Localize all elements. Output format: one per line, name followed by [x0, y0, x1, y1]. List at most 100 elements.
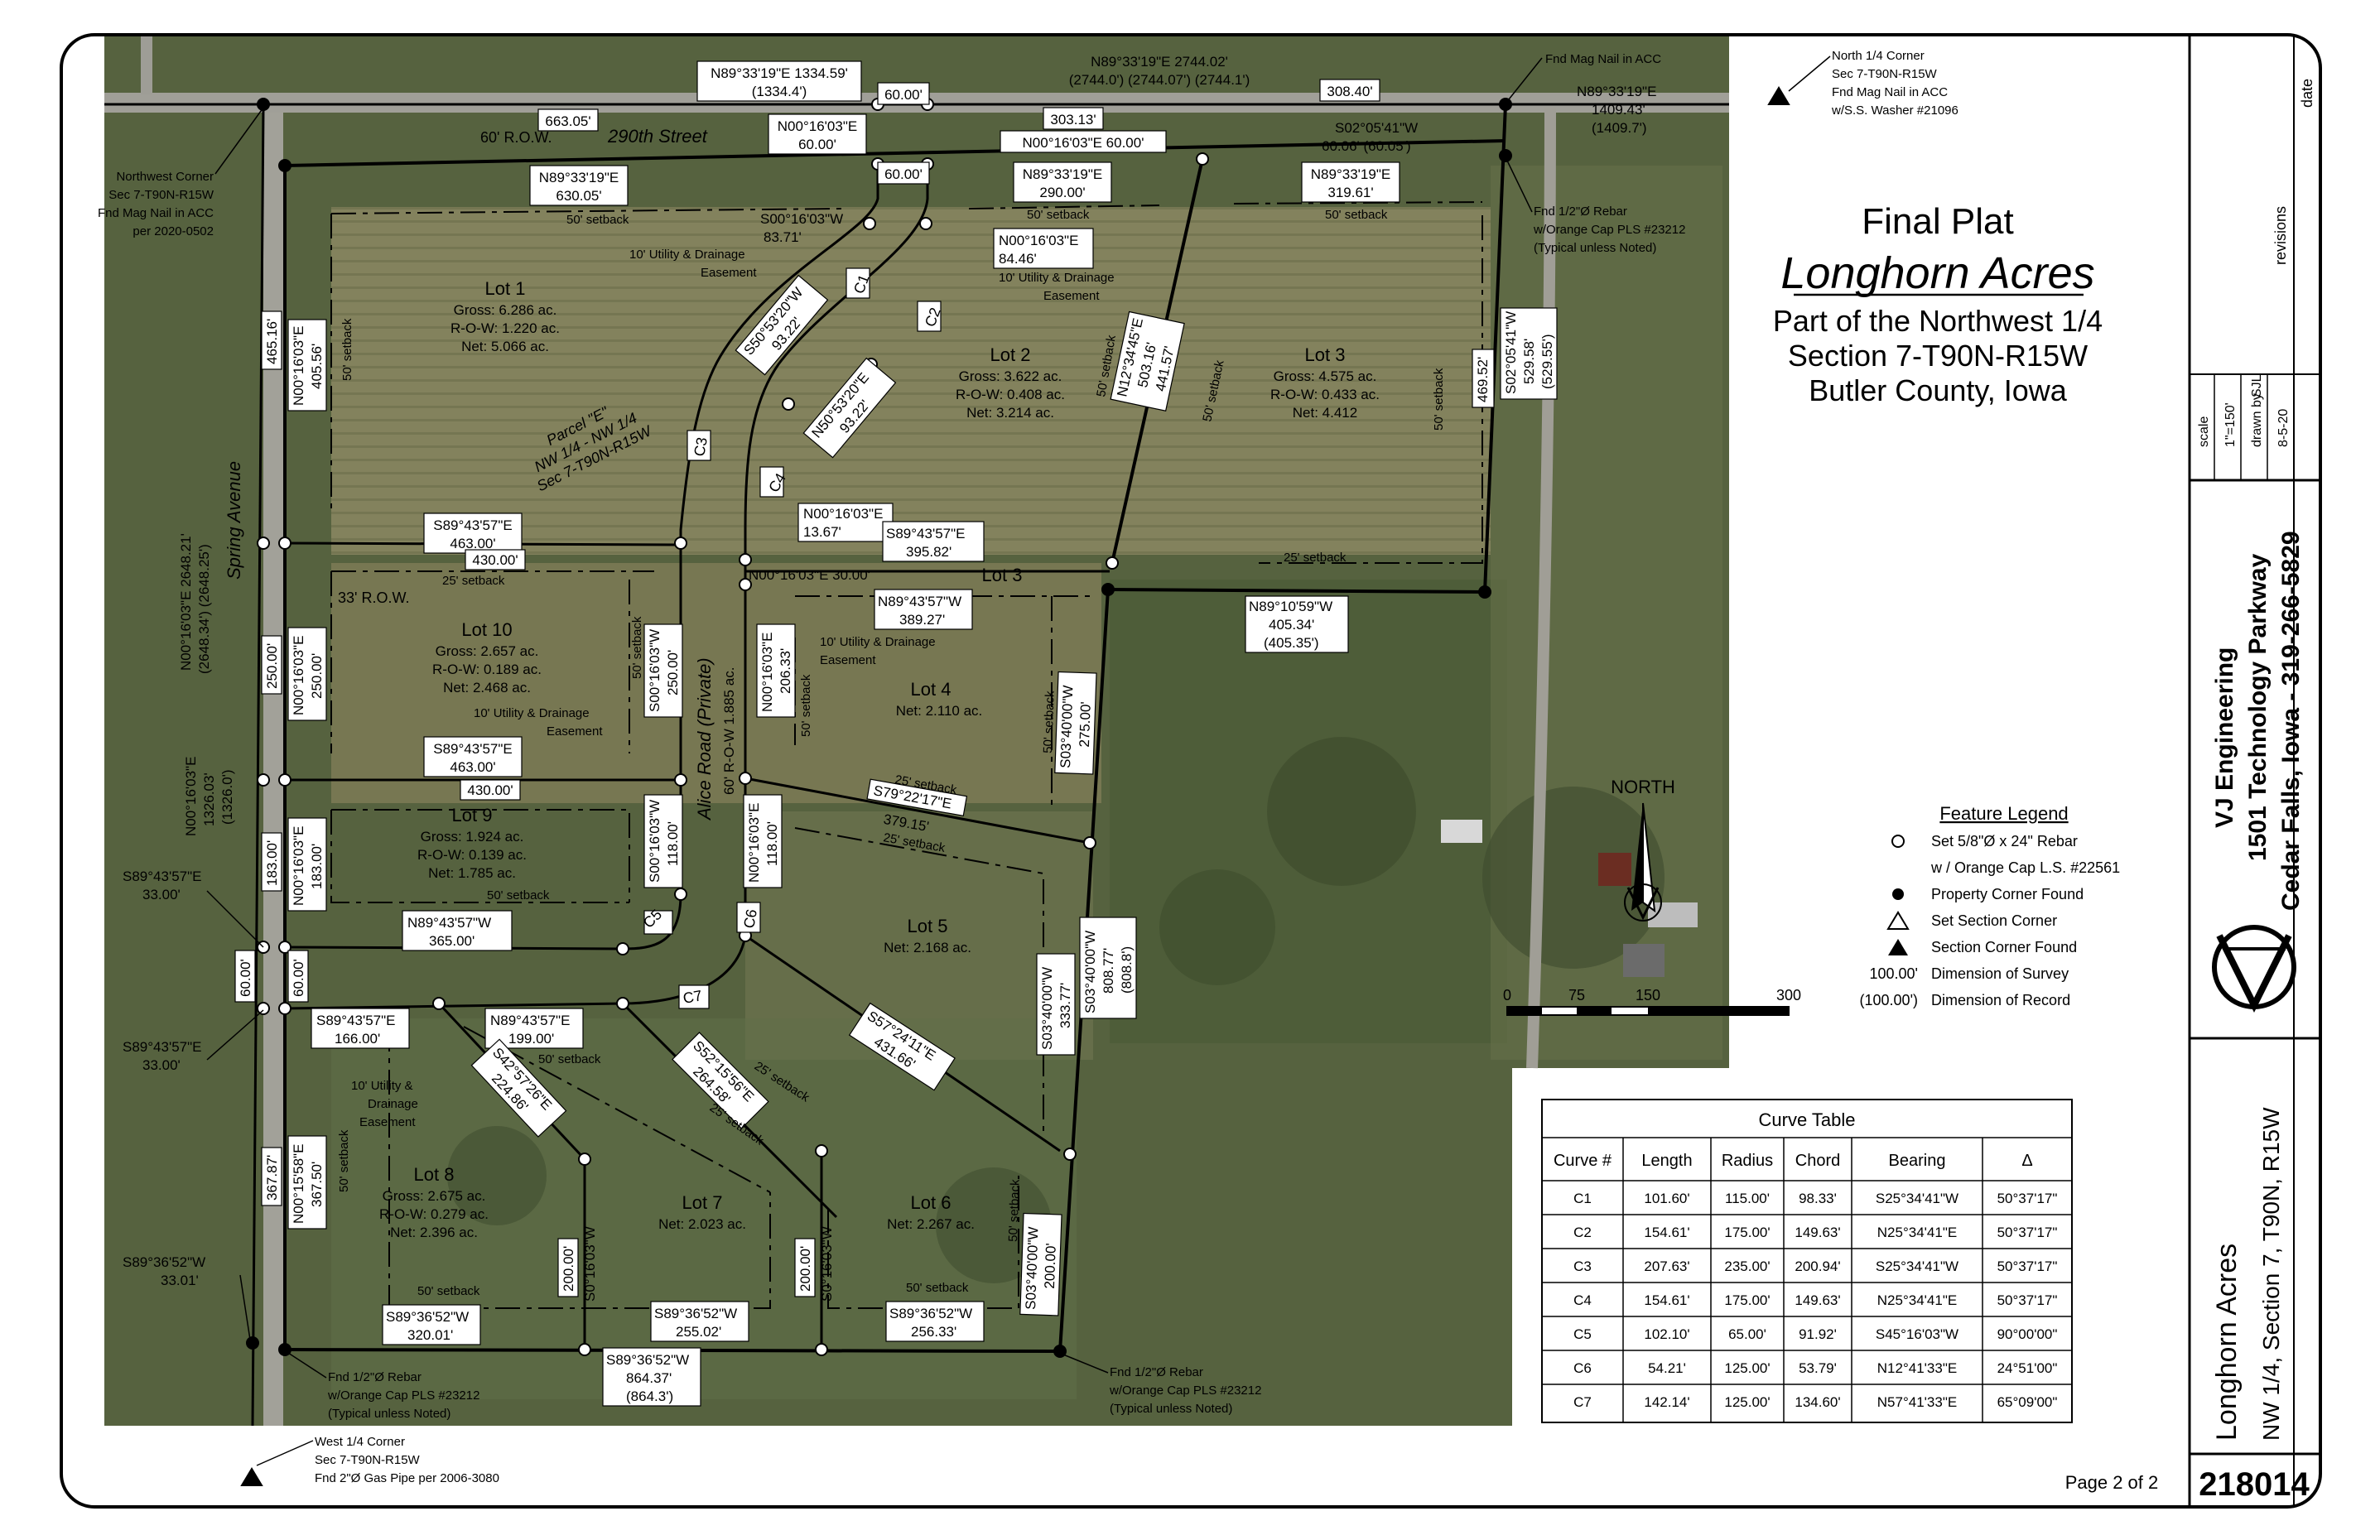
scale-tick-75: 75: [1568, 987, 1585, 1003]
strip-date-label: date: [2299, 79, 2315, 108]
dim-206-a: N00°16'03"E: [759, 633, 775, 712]
curve-table-cell: 200.94': [1795, 1258, 1840, 1274]
dim-n00-118-a: N00°16'03"E: [746, 803, 762, 883]
lot-9-row: R-O-W: 0.139 ac.: [417, 847, 527, 863]
project-number: 218014: [2199, 1466, 2310, 1503]
lot-9-net: Net: 1.785 ac.: [428, 865, 516, 881]
mag-nail-note: Fnd Mag Nail in ACC: [1545, 52, 1661, 66]
dim-n00-118-b: 118.00': [764, 821, 780, 866]
dim-13-b: 13.67': [803, 524, 841, 540]
lot-8-net: Net: 2.396 ac.: [390, 1225, 478, 1240]
dim-250: 250.00': [264, 643, 280, 689]
dim-84-b: 84.46': [999, 251, 1037, 267]
legend-item-1: w / Orange Cap L.S. #22561: [1930, 859, 2120, 876]
dim-463-b: 463.00': [450, 536, 495, 551]
dim-s02-60-a: S02°05'41"W: [1335, 120, 1418, 136]
nw-corner-note-3: Fnd Mag Nail in ACC: [98, 206, 214, 220]
dim-north-line-1334-record: (1334.4'): [752, 84, 807, 99]
curve-label-c7: C7: [682, 987, 703, 1007]
easement-note-2-a: 10' Utility & Drainage: [999, 271, 1115, 285]
dim-463-a: S89°43'57"E: [433, 517, 512, 533]
dim-255-b: 255.02': [676, 1324, 721, 1340]
curve-table-cell: 50°37'17": [1997, 1191, 2058, 1206]
n-quarter-note-1: North 1/4 Corner: [1832, 49, 1925, 63]
spring-avenue-label: Spring Avenue: [224, 461, 244, 580]
dim-north-line-1334: N89°33'19"E 1334.59': [711, 65, 848, 81]
curve-table-cell: 65.00': [1728, 1326, 1766, 1342]
lot-6-name: Lot 6: [911, 1192, 952, 1213]
curve-table-cell: C5: [1573, 1326, 1592, 1342]
curve-table-cell: 154.61': [1644, 1292, 1689, 1308]
lot-8-row: R-O-W: 0.279 ac.: [379, 1206, 489, 1222]
dim-256-b: 256.33': [911, 1324, 956, 1340]
dim-469: 469.52': [1475, 357, 1491, 402]
lot-10-net: Net: 2.468 ac.: [443, 680, 531, 695]
rebar-se-note-3: (Typical unless Noted): [1110, 1402, 1232, 1416]
plat-desc-line1: Part of the Northwest 1/4: [1773, 304, 2103, 338]
dim-367-50-b: 367.50': [309, 1162, 325, 1207]
legend-filled-circle-icon: [1892, 888, 1904, 900]
lot-1-net: Net: 5.066 ac.: [461, 339, 549, 354]
dim-north-line-2744-record: (2744.0') (2744.07') (2744.1'): [1069, 72, 1250, 88]
plat-desc-line3: Butler County, Iowa: [1809, 373, 2067, 407]
north-arrow: NORTH: [1611, 777, 1675, 922]
nw-corner-note-1: Northwest Corner: [116, 170, 214, 184]
lot-1-name: Lot 1: [485, 278, 526, 299]
curve-table-cell: C7: [1573, 1394, 1592, 1410]
curve-table-cell: 50°37'17": [1997, 1225, 2058, 1240]
curve-table-cell: 53.79': [1799, 1360, 1837, 1376]
setback-lot8-north: 50' setback: [538, 1052, 601, 1066]
dim-275-a: S03°40'00"W: [1058, 685, 1076, 768]
lot-3-row: R-O-W: 0.433 ac.: [1270, 387, 1380, 402]
rebar-ne-note-3: (Typical unless Noted): [1534, 241, 1656, 255]
dim-333-a: S03°40'00"W: [1039, 967, 1055, 1050]
w-quarter-note-1: West 1/4 Corner: [315, 1435, 405, 1449]
dim-200-lot7: 200.00': [797, 1246, 813, 1292]
dim-83-a: S00°16'03"W: [760, 211, 843, 227]
plat-title: Final Plat: [1862, 201, 2013, 242]
company-city-phone: Cedar Falls, Iowa - 319-266-5829: [2277, 531, 2305, 911]
dim-199-a: N89°43'57"E: [490, 1013, 570, 1028]
dim-n00-183-b: 183.00': [309, 844, 325, 889]
dim-n00-250-b: 250.00': [309, 653, 325, 699]
strip-drawn-by-label: drawn by: [2250, 393, 2264, 447]
easement-note-4-b: Easement: [547, 724, 603, 739]
strip-scale-value: 1"=150': [2223, 402, 2238, 447]
curve-table-cell: S25°34'41"W: [1876, 1191, 1958, 1206]
easement-note-1-a: 10' Utility & Drainage: [629, 248, 745, 262]
legend-open-triangle-icon: [1886, 911, 1910, 930]
dim-200-lot8: 200.00': [561, 1246, 576, 1292]
setback-lot8-west: 50' setback: [337, 1129, 351, 1192]
project-description: NW 1/4, Section 7, T90N, R15W: [2258, 1107, 2284, 1441]
dim-1409-c: (1409.7'): [1592, 120, 1647, 136]
dim-275-b: 275.00': [1077, 701, 1094, 748]
easement-note-5-c: Easement: [359, 1115, 416, 1129]
dim-319-a: N89°33'19"E: [1311, 166, 1390, 182]
legend-value-5: 100.00': [1870, 965, 1919, 982]
curve-table-cell: 98.33': [1799, 1191, 1837, 1206]
dim-430-b: 430.00': [467, 782, 513, 798]
dim-1409-a: N89°33'19"E: [1577, 84, 1656, 99]
curve-table-cell: 91.92': [1799, 1326, 1837, 1342]
dim-2648-b: (2648.34') (2648.25'): [196, 544, 212, 674]
dim-290-a: N89°33'19"E: [1023, 166, 1102, 182]
lot-5-name: Lot 5: [908, 916, 948, 936]
nw-corner-note-4: per 2020-0502: [132, 224, 214, 238]
curve-table-cell: 134.60': [1795, 1394, 1840, 1410]
curve-table-cell: 149.63': [1795, 1225, 1840, 1240]
plat-desc-line2: Section 7-T90N-R15W: [1788, 339, 2088, 373]
curve-table-cell: N25°34'41"E: [1877, 1225, 1957, 1240]
rebar-sw-note-1: Fnd 1/2"Ø Rebar: [328, 1370, 422, 1384]
svg-text:NORTH: NORTH: [1611, 777, 1675, 797]
setback-lot4-west: 50' setback: [799, 674, 813, 737]
dim-s02-60-b: 60.06' (60.05'): [1322, 138, 1411, 154]
w-quarter-note-2: Sec 7-T90N-R15W: [315, 1453, 421, 1467]
dim-630-a: N89°33'19"E: [539, 170, 619, 185]
dim-60-spring-right: 60.00': [291, 959, 306, 997]
dim-463b-a: S89°43'57"E: [433, 741, 512, 757]
curve-table-header: Radius: [1722, 1152, 1773, 1170]
dim-463b-b: 463.00': [450, 759, 495, 775]
curve-table-cell: S45°16'03"W: [1876, 1326, 1958, 1342]
